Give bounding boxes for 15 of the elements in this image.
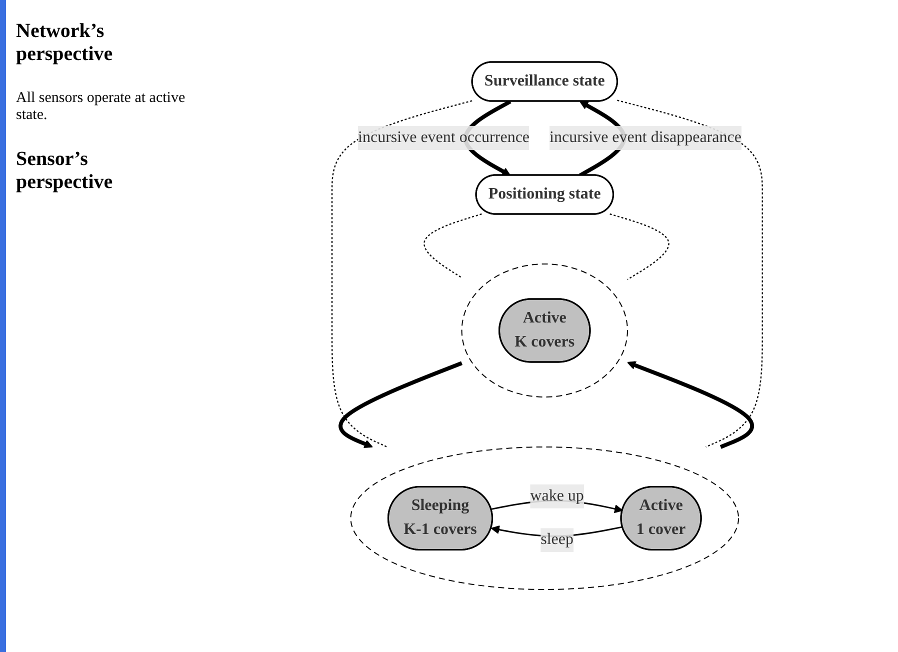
edge-label: incursive event occurrence	[358, 129, 530, 146]
connector	[609, 214, 670, 280]
connector	[331, 100, 472, 448]
arrow	[338, 361, 462, 448]
cluster	[461, 264, 628, 398]
section-heading: Sensor’s perspective	[16, 148, 114, 194]
edge-label: sleep	[540, 531, 574, 548]
connector	[616, 100, 763, 448]
arrow	[626, 361, 754, 450]
cluster	[350, 446, 739, 590]
edge-label: wake up	[530, 488, 584, 505]
edge-label: incursive event disappearance	[549, 129, 742, 146]
section-heading: Network’s perspective	[16, 20, 114, 66]
connector	[423, 214, 482, 278]
note-text: All sensors operate at active state.	[16, 90, 186, 124]
